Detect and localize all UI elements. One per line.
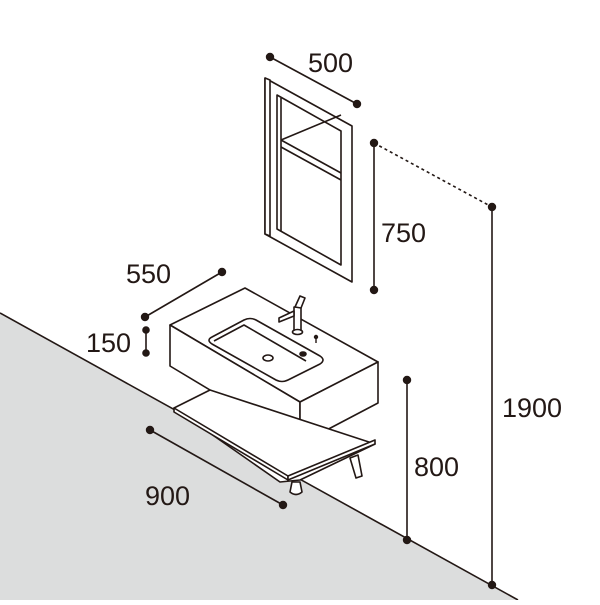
shelf-bracket-right: [349, 454, 363, 479]
faucet: [278, 295, 306, 336]
label-total-height: 1900: [502, 393, 562, 423]
sink-overflow: [299, 351, 307, 357]
label-basin-depth: 550: [126, 259, 171, 289]
label-basin-thickness: 150: [86, 328, 131, 358]
mirror-frame-side: [264, 77, 271, 237]
tap-knob-icon: [313, 334, 319, 340]
dim-shelf-width-line: [149, 429, 284, 506]
mirror-shelf-line-2: [280, 146, 342, 181]
faucet-spout: [278, 310, 295, 323]
sink-bowl: [208, 317, 324, 383]
dim-total-height-connector: [373, 142, 493, 208]
dimension-lines: [140, 52, 497, 590]
faucet-body: [293, 306, 302, 333]
vanity-shelf: [173, 389, 376, 496]
dim-mirror-width-line: [269, 56, 358, 105]
sink-bowl-inner: [213, 324, 307, 362]
label-shelf-width: 900: [145, 481, 190, 511]
label-mirror-height: 750: [381, 218, 426, 248]
mirror-glass: [276, 94, 342, 266]
shelf-top: [173, 389, 376, 483]
dimension-labels: 500 750 1900 550 150 800 900: [86, 48, 562, 511]
faucet-handle: [294, 295, 306, 309]
mirror-shelf-slant: [280, 114, 342, 141]
shelf-bracket-left: [289, 481, 303, 496]
mirror: [264, 77, 353, 283]
label-counter-height: 800: [414, 452, 459, 482]
shelf-side: [287, 439, 376, 481]
label-mirror-width: 500: [308, 48, 353, 78]
sink-drain: [262, 354, 274, 362]
mirror-shelf-line: [280, 139, 342, 174]
dim-basin-depth-line: [144, 271, 223, 318]
